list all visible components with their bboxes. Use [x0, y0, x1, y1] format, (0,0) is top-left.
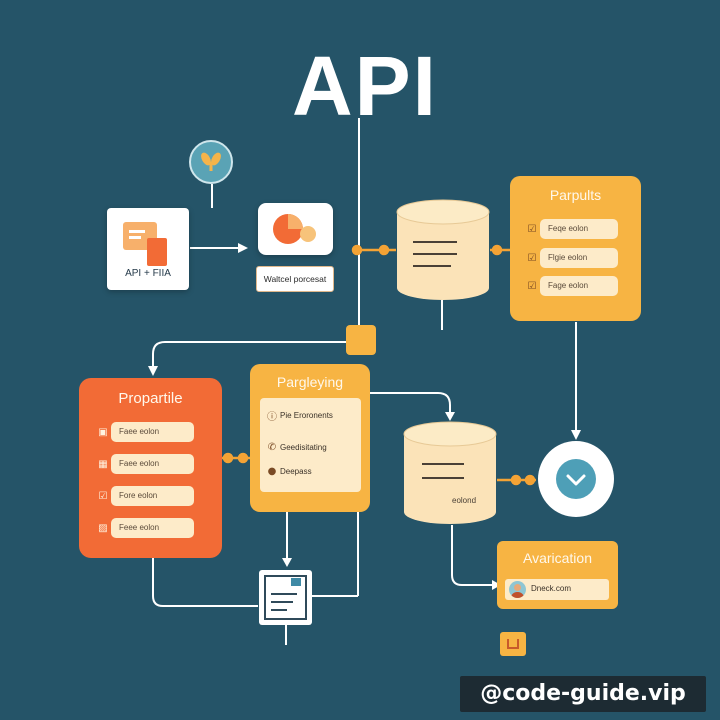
list-item: ☑ Feqe eolon: [524, 219, 618, 239]
list-item-label: Fage eolon: [540, 276, 618, 296]
parpults-title: Parpults: [549, 187, 602, 203]
avarication-row-label: Dneck.com: [531, 584, 572, 593]
grid-icon: ▦: [98, 458, 108, 470]
list-item: ⓘ Pie Eroronents: [264, 408, 333, 423]
list-item-label: Feee eolon: [111, 518, 194, 538]
list-item: ✆ Geedisitating: [264, 442, 327, 453]
speech-box-label-frame: Waltcel porcesat: [256, 266, 334, 292]
arrowhead-check: [571, 430, 581, 440]
list-item: ☑ Flgie eolon: [524, 248, 618, 268]
avatar: [509, 581, 526, 598]
junction-square: [346, 325, 376, 355]
list-item-label: Flgie eolon: [540, 248, 618, 268]
pargleying-card: Pargleying ⓘ Pie Eroronents ✆ Geedisitat…: [250, 364, 370, 512]
list-item: ▦ Faee eolon: [95, 454, 194, 474]
list-item-label: Geedisitating: [280, 443, 327, 452]
list-item: ▣ Faee eolon: [95, 422, 194, 442]
watermark-label: @code-guide.vip: [460, 676, 706, 712]
speech-box: [258, 203, 333, 255]
list-item: ● Deepass: [264, 466, 312, 477]
image-icon: ▨: [98, 522, 108, 534]
bullet-icon: ●: [267, 466, 277, 477]
small-box-icon: [500, 632, 526, 656]
list-item-label: Fore eolon: [111, 486, 194, 506]
info-icon: ⓘ: [267, 412, 277, 423]
list-item-label: Faee eolon: [111, 454, 194, 474]
api-box-label: API + FIIA: [125, 268, 171, 279]
database-label: eolond: [452, 496, 477, 505]
database-middle: [403, 421, 497, 524]
list-item-label: Faee eolon: [111, 422, 194, 442]
database-top: [396, 199, 490, 300]
parpults-card: Parpults ☑ Feqe eolon ☑ Flgie eolon ☑ Fa…: [510, 176, 641, 321]
propartile-title: Propartile: [118, 390, 183, 407]
checkbox-icon: ☑: [527, 252, 537, 264]
avarication-title: Avarication: [522, 550, 592, 566]
arrowhead-avarication: [492, 580, 501, 590]
check-circle: [538, 441, 614, 517]
leaf-icon: [189, 140, 233, 184]
list-item-label: Pie Eroronents: [280, 411, 333, 420]
arrowhead-propartile: [148, 366, 158, 376]
phone-icon: ✆: [267, 442, 277, 453]
pargleying-title: Pargleying: [276, 374, 344, 390]
pie-chart-icon: [273, 214, 316, 244]
check-icon: ☑: [98, 490, 108, 502]
db-to-avarication-line: [451, 525, 494, 586]
avarication-card: Avarication Dneck.com: [497, 541, 618, 609]
arrowhead-speech: [238, 243, 248, 253]
diagram-title: API: [291, 39, 439, 133]
document-icon: [259, 570, 312, 625]
loop-to-propartile: [152, 341, 346, 368]
pargleying-to-db-line: [370, 392, 451, 414]
avarication-row: Dneck.com: [505, 579, 609, 600]
arrowhead-db-mid: [445, 412, 455, 421]
speech-box-label: Waltcel porcesat: [263, 274, 327, 284]
propartile-to-doc-line: [152, 558, 258, 607]
propartile-card: Propartile ▣ Faee eolon ▦ Faee eolon ☑ F…: [79, 378, 222, 558]
arrowhead-doc: [282, 558, 292, 567]
checkbox-icon: ☑: [527, 223, 537, 235]
list-item: ☑ Fore eolon: [95, 486, 194, 506]
api-box: API + FIIA: [107, 208, 189, 290]
list-item: ☑ Fage eolon: [524, 276, 618, 296]
pargleying-inner-panel: ⓘ Pie Eroronents ✆ Geedisitating ● Deepa…: [260, 398, 361, 492]
list-item-label: Feqe eolon: [540, 219, 618, 239]
api-box-icon-overlay: [147, 238, 167, 266]
calendar-icon: ▣: [98, 426, 108, 438]
list-item: ▨ Feee eolon: [95, 518, 194, 538]
checkbox-icon: ☑: [527, 280, 537, 292]
list-item-label: Deepass: [280, 467, 312, 476]
chevron-down-icon: [556, 459, 596, 499]
